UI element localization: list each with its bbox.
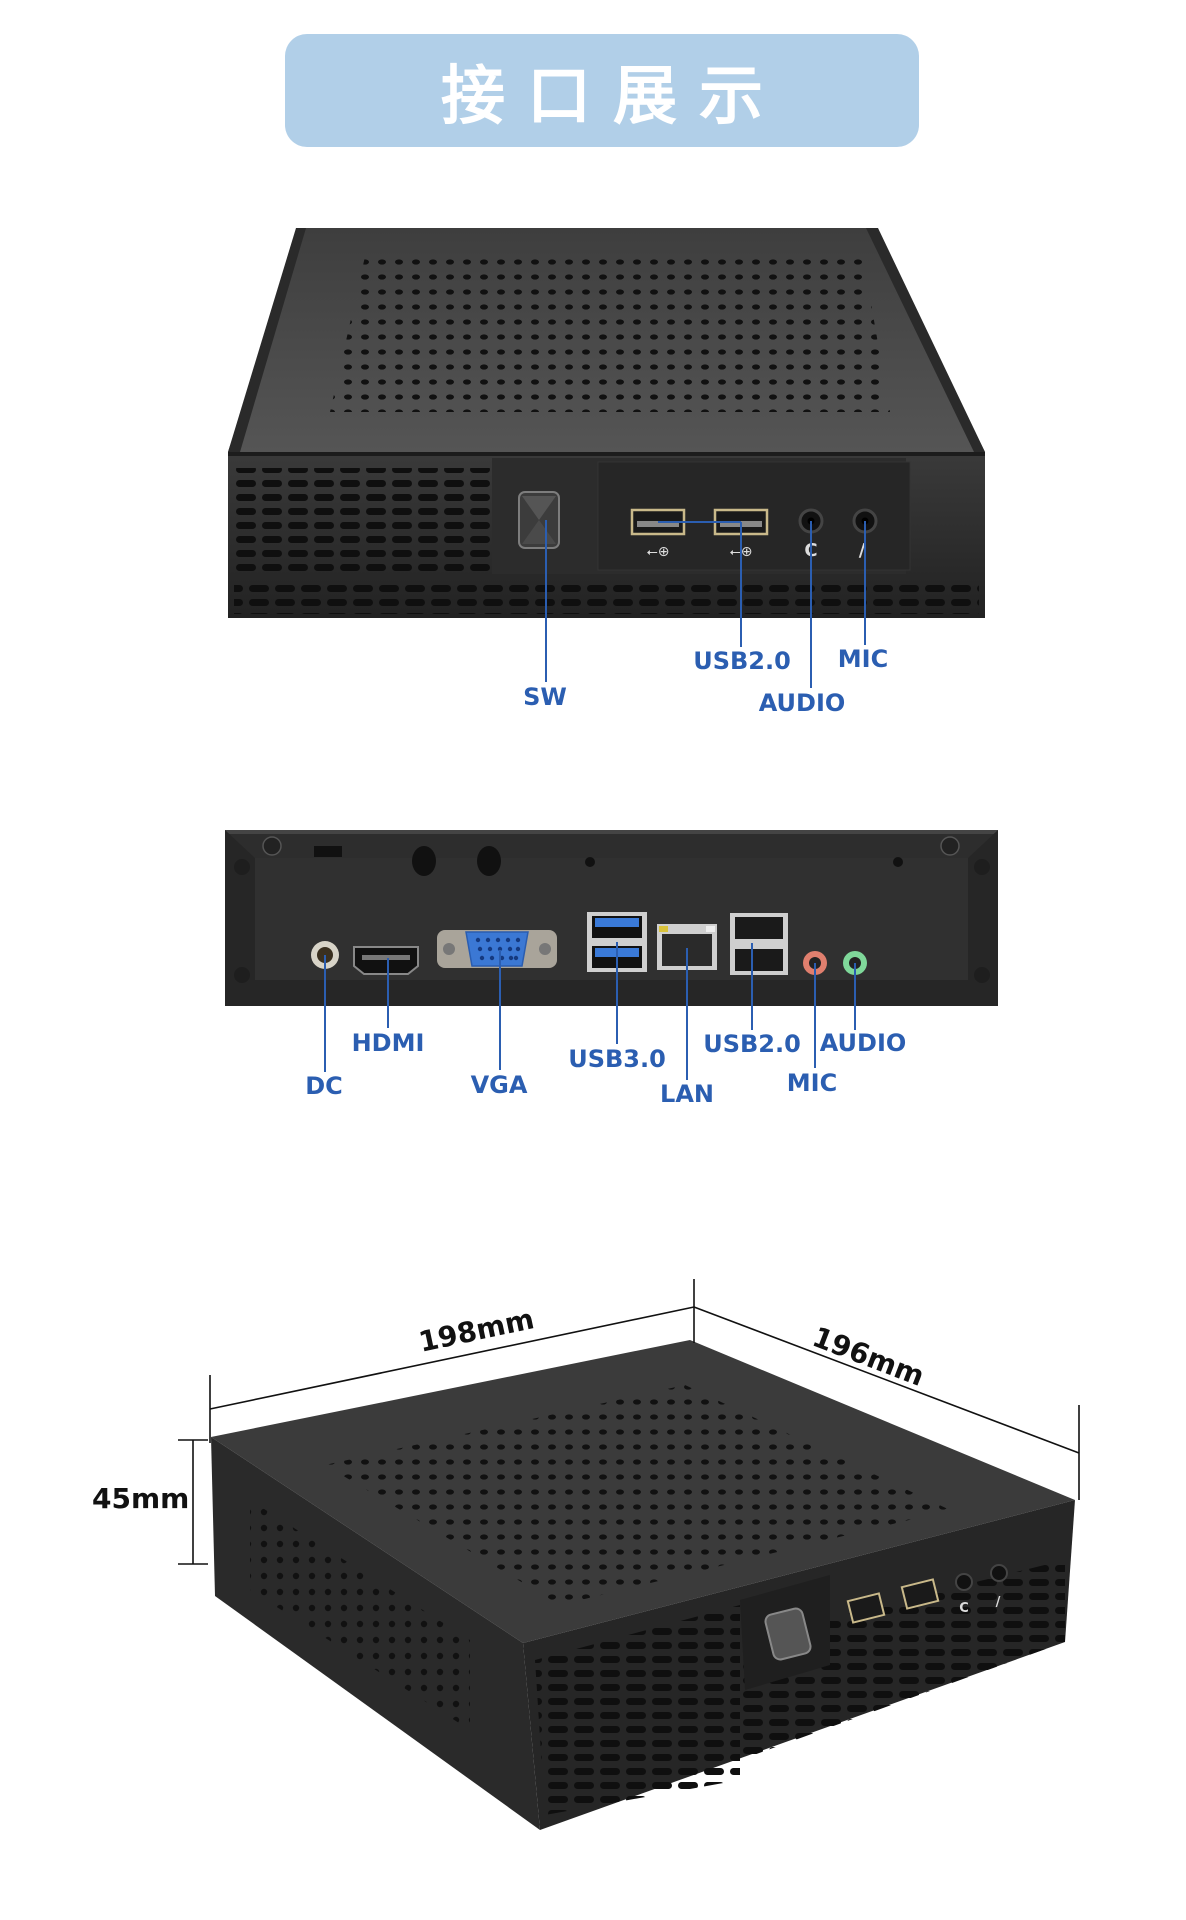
rear-label-usb2: USB2.0	[703, 1030, 801, 1058]
section-title-banner: 接口展示	[285, 34, 919, 147]
dimension-lines	[178, 1279, 1080, 1565]
svg-text:C: C	[959, 1601, 969, 1616]
rear-label-dc: DC	[305, 1072, 343, 1100]
rear-label-usb3: USB3.0	[568, 1045, 666, 1073]
rear-label-hdmi: HDMI	[351, 1029, 425, 1057]
svg-text:/: /	[859, 540, 866, 561]
front-label-audio: AUDIO	[758, 689, 846, 717]
front-view-device: ⭠⊕ ⭠⊕ C /	[228, 228, 985, 618]
svg-text:⭠⊕: ⭠⊕	[647, 544, 670, 560]
rear-label-audio: AUDIO	[819, 1029, 907, 1057]
dimension-height-label: 45mm	[92, 1482, 190, 1515]
front-label-sw: SW	[523, 683, 567, 711]
rear-leader-lines	[324, 942, 856, 1080]
rear-label-mic: MIC	[786, 1069, 838, 1097]
rear-label-lan: LAN	[660, 1080, 714, 1108]
rear-label-vga: VGA	[470, 1071, 528, 1099]
svg-text:/: /	[996, 1595, 1001, 1610]
section-title: 接口展示	[441, 59, 785, 134]
rear-usb2-ports	[730, 913, 788, 975]
dimension-view-device: C /	[211, 1340, 1075, 1830]
front-label-mic: MIC	[837, 645, 889, 673]
rear-hdmi-port	[353, 946, 419, 975]
front-leader-lines	[545, 520, 866, 688]
power-button-icon	[518, 491, 560, 549]
front-label-usb2: USB2.0	[693, 647, 791, 675]
rear-view-device	[225, 830, 998, 1006]
rear-vga-port	[437, 930, 557, 968]
